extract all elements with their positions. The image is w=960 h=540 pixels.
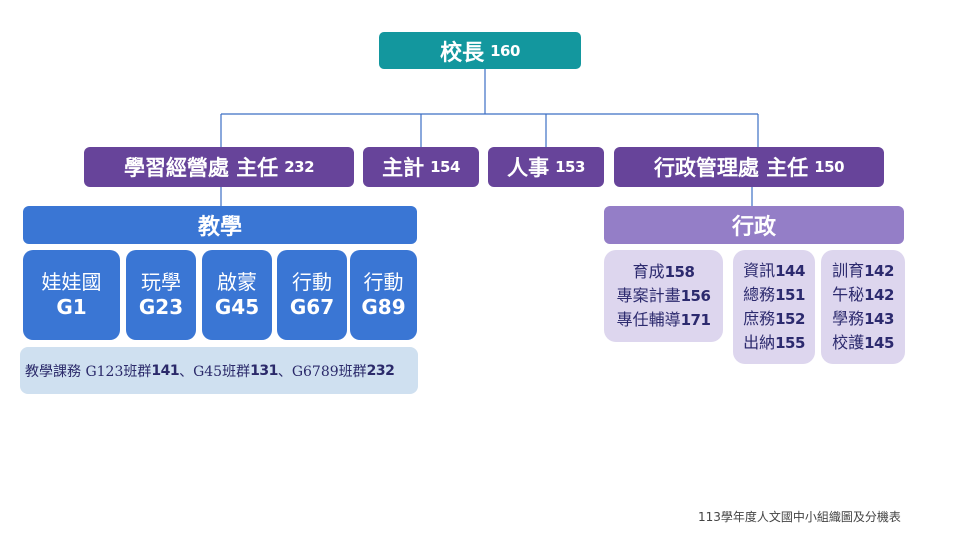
staff-role: 午秘 xyxy=(832,285,865,304)
staff-ext: 142 xyxy=(864,286,894,304)
principal-title: 校長 xyxy=(440,40,485,66)
staff-entry: 庶務152 xyxy=(743,307,805,331)
dept-personnel: 人事 153 xyxy=(488,147,604,187)
staff-ext: 171 xyxy=(680,311,711,329)
dept-academic-affairs: 學習經營處 主任 232 xyxy=(84,147,354,187)
staff-entry: 專任輔導171 xyxy=(617,308,711,332)
grade-code: G1 xyxy=(56,295,87,319)
staff-role: 訓育 xyxy=(832,261,865,280)
note-text: 教學課務 G123班群 xyxy=(25,363,152,380)
staff-role: 庶務 xyxy=(743,309,776,328)
chart-footnote: 113學年度人文國中小組織圖及分機表 xyxy=(698,510,901,524)
grade-box-g1: 娃娃國 G1 xyxy=(23,250,120,340)
staff-ext: 156 xyxy=(680,287,711,305)
dept-accounting: 主計 154 xyxy=(363,147,479,187)
note-ext: 232 xyxy=(366,362,395,379)
dept-ext: 153 xyxy=(555,158,585,176)
dept-ext: 154 xyxy=(430,158,460,176)
staff-entry: 午秘142 xyxy=(832,283,894,307)
grade-box-g89: 行動 G89 xyxy=(350,250,417,340)
dept-name: 主計 xyxy=(382,156,425,180)
staff-role: 出納 xyxy=(743,333,776,352)
staff-role: 專案計畫 xyxy=(616,286,681,305)
staff-ext: 152 xyxy=(775,310,805,328)
staff-entry: 育成158 xyxy=(633,260,695,284)
section-admin: 行政 xyxy=(604,206,904,244)
grade-box-g23: 玩學 G23 xyxy=(126,250,196,340)
staff-role: 專任輔導 xyxy=(616,310,681,329)
staff-entry: 總務151 xyxy=(743,283,805,307)
grade-code: G45 xyxy=(214,295,260,319)
grade-code: G67 xyxy=(289,295,335,319)
dept-administration: 行政管理處 主任 150 xyxy=(614,147,884,187)
staff-ext: 143 xyxy=(864,310,894,328)
staff-ext: 155 xyxy=(775,334,805,352)
staff-role: 資訊 xyxy=(743,261,776,280)
staff-role: 總務 xyxy=(743,285,776,304)
staff-entry: 校護145 xyxy=(832,331,894,355)
staff-role: 育成 xyxy=(632,262,665,281)
grade-name: 行動 xyxy=(292,270,332,294)
admin-staff-group-2: 資訊144 總務151 庶務152 出納155 xyxy=(733,250,815,364)
grade-name: 行動 xyxy=(363,270,404,294)
staff-entry: 學務143 xyxy=(832,307,894,331)
note-ext: 131 xyxy=(250,362,278,379)
staff-entry: 訓育142 xyxy=(832,259,894,283)
grade-name: 啟蒙 xyxy=(217,270,257,294)
grade-name: 玩學 xyxy=(141,270,181,294)
grade-box-g67: 行動 G67 xyxy=(277,250,347,340)
staff-ext: 144 xyxy=(775,262,805,280)
dept-ext: 150 xyxy=(814,158,845,176)
grade-code: G23 xyxy=(138,295,184,319)
staff-ext: 151 xyxy=(775,286,805,304)
admin-staff-group-3: 訓育142 午秘142 學務143 校護145 xyxy=(821,250,905,364)
admin-staff-group-1: 育成158 專案計畫156 專任輔導171 xyxy=(604,250,723,342)
staff-entry: 資訊144 xyxy=(743,259,805,283)
staff-entry: 專案計畫156 xyxy=(617,284,711,308)
grade-name: 娃娃國 xyxy=(41,270,102,294)
grade-code: G89 xyxy=(361,295,406,319)
staff-entry: 出納155 xyxy=(743,331,805,355)
grade-box-g45: 啟蒙 G45 xyxy=(202,250,272,340)
note-text: 、G45班群 xyxy=(179,363,251,380)
principal-box: 校長 160 xyxy=(379,32,581,69)
section-teaching: 教學 xyxy=(23,206,417,244)
note-ext: 141 xyxy=(151,362,180,379)
note-text: 、G6789班群 xyxy=(277,363,367,380)
dept-ext: 232 xyxy=(284,158,315,176)
teaching-course-extensions: 教學課務 G123班群 141、G45班群 131、G6789班群 232 xyxy=(20,347,418,394)
dept-name: 人事 xyxy=(507,156,550,180)
staff-role: 學務 xyxy=(832,309,865,328)
dept-name: 學習經營處 主任 xyxy=(123,156,279,180)
staff-ext: 145 xyxy=(864,334,894,352)
dept-name: 行政管理處 主任 xyxy=(653,156,809,180)
staff-ext: 142 xyxy=(864,262,894,280)
staff-ext: 158 xyxy=(664,263,695,281)
principal-ext: 160 xyxy=(490,41,520,60)
staff-role: 校護 xyxy=(832,333,865,352)
